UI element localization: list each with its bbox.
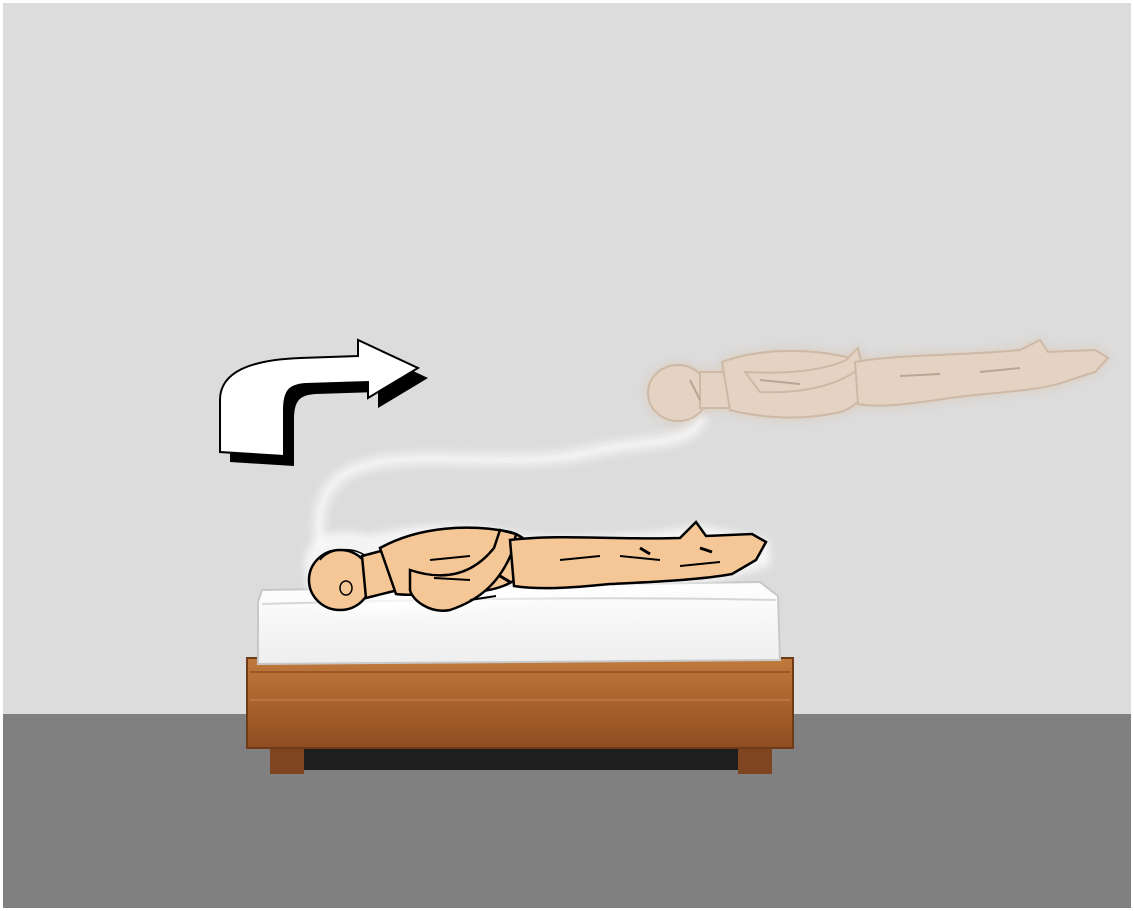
bed	[247, 582, 793, 774]
